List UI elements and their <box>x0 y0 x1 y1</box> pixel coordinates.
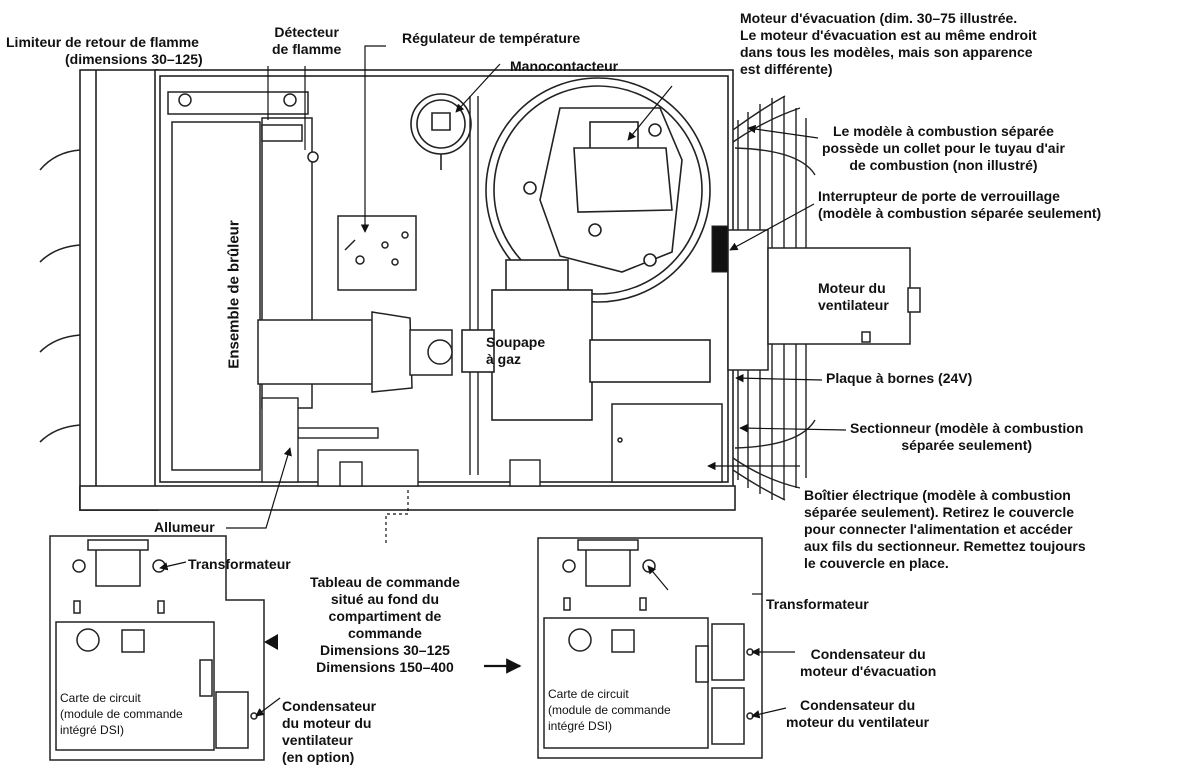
circuit-right-line-2: (module de commande <box>548 703 671 717</box>
board-loc-line-6: Dimensions 150–400 <box>316 659 454 675</box>
label-control-board-location: Tableau de commande situé au fond du com… <box>310 574 460 676</box>
gas-valve-line-1: Soupape <box>486 334 546 350</box>
label-exhaust-capacitor: Condensateur du moteur d'évacuation <box>800 646 936 680</box>
label-blower-capacitor-left: Condensateur du moteur du ventilateur (e… <box>282 698 376 766</box>
collar-line-1: Le modèle à combustion séparée <box>832 123 1054 139</box>
label-disconnect: Sectionneur (modèle à combustion séparée… <box>850 420 1083 454</box>
exhaust-motor <box>485 77 711 303</box>
gas-valve-line-2: à gaz <box>486 351 522 367</box>
label-blower-capacitor-right: Condensateur du moteur du ventilateur <box>786 697 929 731</box>
disconnect-line-2: séparée seulement) <box>901 437 1033 453</box>
leader-lines <box>159 45 847 719</box>
blower-line-1: Moteur du <box>818 280 886 296</box>
blower-motor <box>727 229 921 371</box>
exhaust-line-4: est différente) <box>740 61 833 77</box>
door-interlock-switch <box>711 225 729 273</box>
elec-box-line-2: séparée seulement). Retirez le couvercle <box>804 504 1075 520</box>
board-loc-line-3: compartiment de <box>328 608 442 624</box>
circuit-right-line-3: intégré DSI) <box>548 719 613 733</box>
left-board-marker <box>264 634 278 650</box>
blower-cap-right-line-1: Condensateur du <box>800 697 916 713</box>
igniter-line-1: Allumeur <box>154 519 215 535</box>
detector-line-1: Détecteur <box>274 24 339 40</box>
interlock-line-1: Interrupteur de porte de verrouillage <box>818 188 1060 204</box>
circuit-left-line-2: (module de commande <box>60 707 183 721</box>
circuit-left-line-3: intégré DSI) <box>60 723 125 737</box>
label-circuit-board-right: Carte de circuit (module de commande int… <box>548 686 671 734</box>
exhaust-cap-line-2: moteur d'évacuation <box>800 663 937 679</box>
board-loc-line-4: commande <box>347 625 422 641</box>
exhaust-line-3: dans tous les modèles, mais son apparenc… <box>740 44 1033 60</box>
control-compartment <box>261 397 541 487</box>
limiter-line-2: (dimensions 30–125) <box>65 51 203 67</box>
terminal-plate-line-1: Plaque à bornes (24V) <box>826 370 973 386</box>
elec-box-line-5: le couvercle en place. <box>804 555 949 571</box>
label-burner-assembly: Ensemble de brûleur <box>225 220 243 369</box>
label-terminal-plate: Plaque à bornes (24V) <box>826 370 972 387</box>
label-transformer-right: Transformateur <box>766 596 869 613</box>
blower-cap-left-line-2: du moteur du <box>282 715 372 731</box>
exhaust-line-2: Le moteur d'évacuation est au même endro… <box>740 27 1037 43</box>
label-circuit-board-left: Carte de circuit (module de commande int… <box>60 690 183 738</box>
elec-box-line-1: Boîtier électrique (modèle à combustion <box>804 487 1071 503</box>
label-pressure-switch: Manocontacteur <box>510 58 618 75</box>
circuit-right-line-1: Carte de circuit <box>548 687 629 701</box>
label-electrical-box: Boîtier électrique (modèle à combustion … <box>804 487 1086 572</box>
label-temperature-regulator: Régulateur de température <box>402 30 580 47</box>
collar-line-2: possède un collet pour le tuyau d'air <box>822 140 1065 156</box>
label-exhaust-motor: Moteur d'évacuation (dim. 30–75 illustré… <box>740 10 1037 78</box>
blower-cap-left-line-4: (en option) <box>282 749 355 765</box>
electrical-box <box>611 403 723 483</box>
elec-box-line-3: pour connecter l'alimentation et accéder <box>804 521 1073 537</box>
label-transformer-left: Transformateur <box>188 556 291 573</box>
pressure-switch-line-1: Manocontacteur <box>510 58 619 74</box>
transformer-left-line-1: Transformateur <box>188 556 291 572</box>
blower-line-2: ventilateur <box>818 297 889 313</box>
interlock-line-2: (modèle à combustion séparée seulement) <box>818 205 1102 221</box>
board-loc-line-5: Dimensions 30–125 <box>319 642 450 658</box>
exhaust-line-1: Moteur d'évacuation (dim. 30–75 illustré… <box>740 10 1018 26</box>
transformer-right-line-1: Transformateur <box>766 596 869 612</box>
limiter-line-1: Limiteur de retour de flamme <box>6 34 199 50</box>
label-flame-detector: Détecteur de flamme <box>272 24 341 58</box>
board-loc-line-1: Tableau de commande <box>310 574 460 590</box>
label-gas-valve: Soupape à gaz <box>486 334 545 368</box>
exhaust-cap-line-1: Condensateur du <box>810 646 926 662</box>
label-flame-rollout-limiter: Limiteur de retour de flamme (dimensions… <box>6 34 203 68</box>
detector-line-2: de flamme <box>272 41 342 57</box>
disconnect-line-1: Sectionneur (modèle à combustion <box>850 420 1084 436</box>
board-loc-line-2: situé au fond du <box>330 591 439 607</box>
circuit-left-line-1: Carte de circuit <box>60 691 141 705</box>
blower-cap-right-line-2: moteur du ventilateur <box>786 714 930 730</box>
regulator-line-1: Régulateur de température <box>402 30 581 46</box>
collar-line-3: de combustion (non illustré) <box>849 157 1038 173</box>
gas-manifold <box>257 311 453 393</box>
blower-cap-left-line-3: ventilateur <box>282 732 353 748</box>
label-blower-motor: Moteur du ventilateur <box>818 280 889 314</box>
gas-valve <box>461 259 711 421</box>
control-board-right <box>537 537 763 759</box>
blower-cap-left-line-1: Condensateur <box>282 698 377 714</box>
label-door-interlock-switch: Interrupteur de porte de verrouillage (m… <box>818 188 1101 222</box>
label-combustion-collar: Le modèle à combustion séparée possède u… <box>822 123 1065 174</box>
elec-box-line-4: aux fils du sectionneur. Remettez toujou… <box>804 538 1086 554</box>
temperature-regulator <box>337 215 417 291</box>
label-igniter: Allumeur <box>154 519 215 536</box>
